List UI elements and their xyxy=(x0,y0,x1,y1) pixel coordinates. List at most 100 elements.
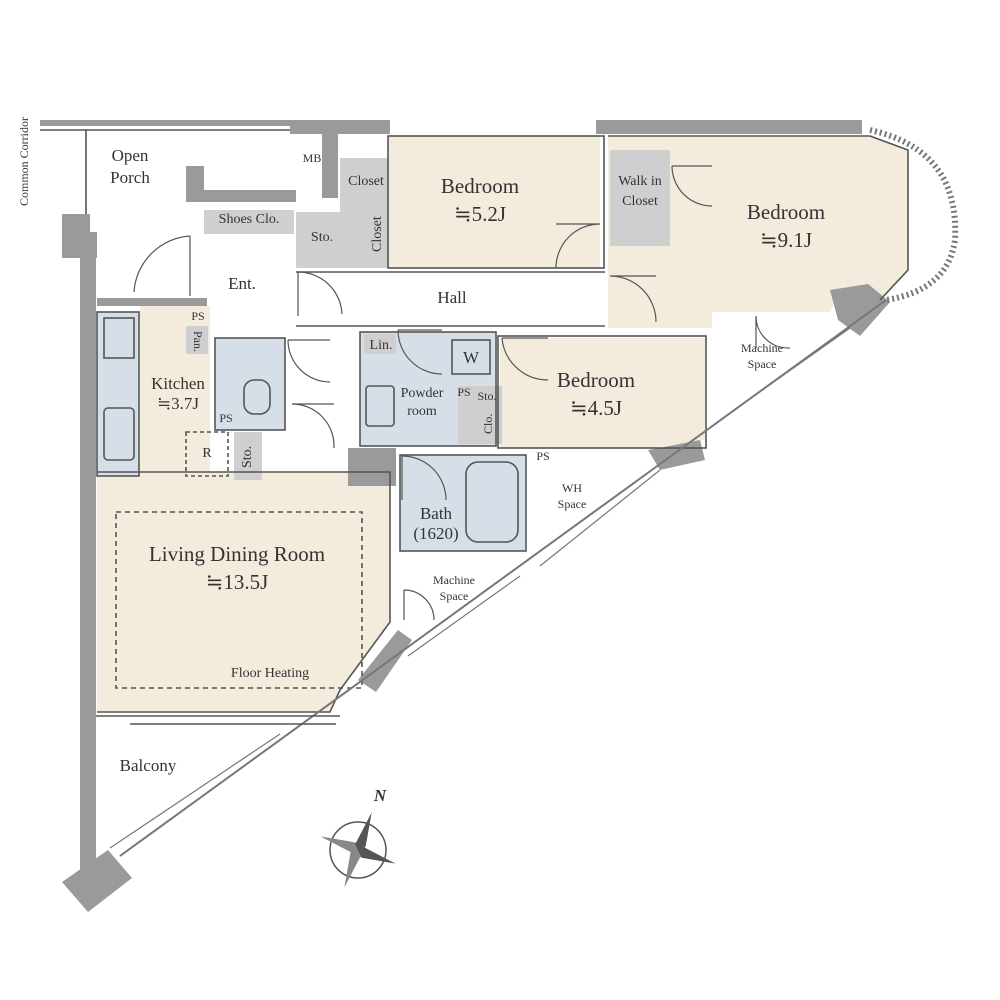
label-machine-top-2: Space xyxy=(747,357,777,371)
outlines xyxy=(40,127,959,857)
wall-corridor xyxy=(40,120,290,126)
outline-refrigerator xyxy=(185,431,229,477)
label-bedroom-b-name: Bedroom xyxy=(746,200,826,224)
door-machine-top[interactable] xyxy=(755,315,791,349)
outline-washbasin xyxy=(365,385,395,427)
label-entrance: Ent. xyxy=(228,274,256,293)
label-storage-kitchen: Sto. xyxy=(240,445,255,469)
label-ps-powder: PS xyxy=(457,385,471,399)
label-machine-bottom-1: Machine xyxy=(433,573,475,587)
label-powder-1: Powder xyxy=(400,386,444,401)
wall-sw-corner xyxy=(62,850,132,912)
storage-entrance-floor xyxy=(296,212,348,268)
label-machine-bottom-2: Space xyxy=(439,589,469,603)
door-machine-bottom[interactable] xyxy=(403,589,435,621)
door-bedroom-b[interactable] xyxy=(609,275,657,323)
bay-window-arc xyxy=(869,127,959,303)
door-bedroom-c[interactable] xyxy=(501,337,549,381)
outline-kitchen-counter xyxy=(96,311,140,477)
pantry-floor xyxy=(186,326,208,354)
label-ps-kitchen: PS xyxy=(191,309,205,323)
outline-floor-heating xyxy=(115,511,363,689)
label-bedroom-a-size: ≒5.2J xyxy=(453,202,507,226)
door-living[interactable] xyxy=(291,403,335,449)
label-closet-side: Closet xyxy=(370,216,385,252)
label-open-porch-1: Open xyxy=(111,146,149,165)
outline-stove xyxy=(103,317,135,359)
door-bedroom-a[interactable] xyxy=(555,223,601,269)
outline-bedroom-b xyxy=(608,135,909,301)
label-walk-in-1: Walk in xyxy=(618,174,662,189)
label-powder-2: room xyxy=(407,404,437,419)
door-entrance[interactable] xyxy=(133,235,191,296)
room-fills xyxy=(97,136,908,712)
wall-top-left xyxy=(290,120,390,134)
label-storage-small: Sto. xyxy=(477,389,497,403)
outline-bedroom-c xyxy=(497,335,707,449)
outline-washer xyxy=(451,339,491,375)
linen-floor xyxy=(364,334,396,354)
bedroom-b-floor xyxy=(608,136,908,328)
label-washer: W xyxy=(462,348,480,367)
label-closet-small: Clo. xyxy=(481,413,495,435)
shoes-closet-floor xyxy=(204,210,294,234)
wall-kitchen-top xyxy=(97,298,207,306)
door-powder[interactable] xyxy=(397,329,443,375)
door-walk-in[interactable] xyxy=(671,165,713,207)
door-bath[interactable] xyxy=(401,455,447,501)
label-pantry: Pan. xyxy=(190,330,205,352)
label-linen: Lin. xyxy=(369,338,393,353)
diagonal-wh-rail xyxy=(539,469,661,567)
label-machine-top-1: Machine xyxy=(741,341,783,355)
label-bath-name: Bath xyxy=(419,504,453,523)
toilet-floor xyxy=(215,338,285,430)
label-balcony: Balcony xyxy=(119,756,177,775)
wall-column-ldk xyxy=(348,448,396,486)
label-bedroom-c-name: Bedroom xyxy=(556,368,636,392)
walk-in-closet-floor xyxy=(610,150,670,246)
living-dining-floor xyxy=(97,472,390,712)
label-floor-heating: Floor Heating xyxy=(230,666,310,681)
label-ps-bath: PS xyxy=(536,449,550,463)
door-hall[interactable] xyxy=(297,271,343,316)
label-shoes-closet: Shoes Clo. xyxy=(218,212,280,227)
outline-living xyxy=(97,471,391,713)
diagonal-balcony-rail xyxy=(109,733,281,849)
label-wh-space-2: Space xyxy=(557,497,587,511)
label-living-size: ≒13.5J xyxy=(205,570,269,594)
wall-ldk-column xyxy=(358,630,412,692)
label-bedroom-b-size: ≒9.1J xyxy=(759,228,813,252)
outline-bath xyxy=(399,454,527,552)
compass-north-label: N xyxy=(373,786,387,805)
outline-bathtub xyxy=(465,461,519,543)
label-storage-entrance: Sto. xyxy=(310,230,334,245)
outline-powder xyxy=(359,331,497,447)
outline-toilet xyxy=(214,337,286,431)
compass-rose-icon xyxy=(320,812,396,888)
wall-se-column xyxy=(830,284,890,336)
label-closet-top: Closet xyxy=(348,174,384,189)
label-open-porch-2: Porch xyxy=(110,168,150,187)
label-bath-size: (1620) xyxy=(413,524,459,543)
walls xyxy=(40,120,890,912)
label-ps-toilet: PS xyxy=(219,411,233,425)
bath-floor xyxy=(400,455,525,551)
label-common-corridor: Common Corridor xyxy=(17,117,31,206)
label-hall: Hall xyxy=(437,288,467,307)
wall-west xyxy=(80,232,96,872)
diagonal-machine-top-rail xyxy=(719,327,851,421)
outline-sink xyxy=(103,407,135,461)
bedroom-a-floor xyxy=(388,136,600,268)
bedroom-c-floor xyxy=(500,338,705,448)
door-toilet[interactable] xyxy=(287,339,331,383)
wall-porch-bottom xyxy=(186,190,296,202)
label-wh-space-1: WH xyxy=(562,481,582,495)
outline-toilet-bowl xyxy=(243,379,271,415)
label-bedroom-a-name: Bedroom xyxy=(440,174,520,198)
label-kitchen-size: ≒3.7J xyxy=(156,394,200,413)
wall-top-mid xyxy=(596,120,862,134)
label-bedroom-c-size: ≒4.5J xyxy=(569,396,623,420)
wall-entrance-side xyxy=(322,134,338,198)
label-kitchen-name: Kitchen xyxy=(151,374,205,393)
